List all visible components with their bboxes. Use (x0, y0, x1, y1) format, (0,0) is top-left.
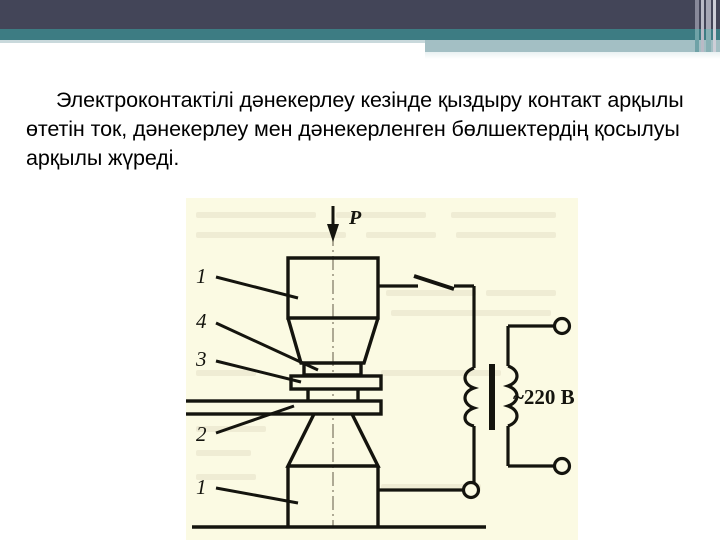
figure-spot-welding-diagram: P (186, 198, 578, 540)
header-stripe-4 (713, 0, 716, 52)
welding-circuit (378, 274, 476, 492)
upper-welded-plate (289, 374, 383, 391)
lower-welded-plate (186, 399, 383, 416)
header-stripe-teal-2 (706, 29, 711, 52)
header-band-dark (0, 0, 720, 29)
header-stripe-teal-1 (695, 29, 699, 52)
slide-header-decoration (0, 0, 720, 60)
callout-label-3: 3 (195, 347, 207, 371)
diagram-svg: P (186, 206, 575, 529)
transformer-primary-coil (463, 366, 480, 428)
transformer-secondary-coil (502, 364, 519, 428)
callout-label-1-bottom: 1 (196, 475, 207, 499)
header-band-teal (0, 29, 720, 40)
supply-terminal-bottom (552, 456, 572, 476)
slide-body-text: Электроконтактілі дәнекерлеу кезінде қыз… (26, 88, 684, 170)
transformer-core (489, 364, 495, 430)
force-label-p: P (348, 207, 362, 229)
callout-label-2: 2 (196, 422, 207, 446)
callout-leaders (215, 275, 319, 505)
force-arrow-p (327, 206, 339, 242)
callout-label-4: 4 (196, 309, 207, 333)
welded-parts-group (186, 374, 383, 416)
header-stripe-2 (701, 0, 704, 52)
header-stripe-1 (695, 0, 699, 52)
header-band-fade (425, 52, 720, 59)
voltage-label: ~220 В (513, 385, 575, 409)
transformer (463, 316, 572, 476)
supply-terminal-top (552, 316, 572, 336)
header-band-light-left (0, 40, 425, 43)
lower-electrode-assembly (285, 413, 381, 526)
callout-label-1-top: 1 (196, 264, 207, 288)
header-stripe-3 (706, 0, 711, 52)
circuit-terminal-node (461, 480, 481, 500)
paper-ghost-texture (196, 212, 556, 490)
header-band-light (425, 40, 720, 52)
